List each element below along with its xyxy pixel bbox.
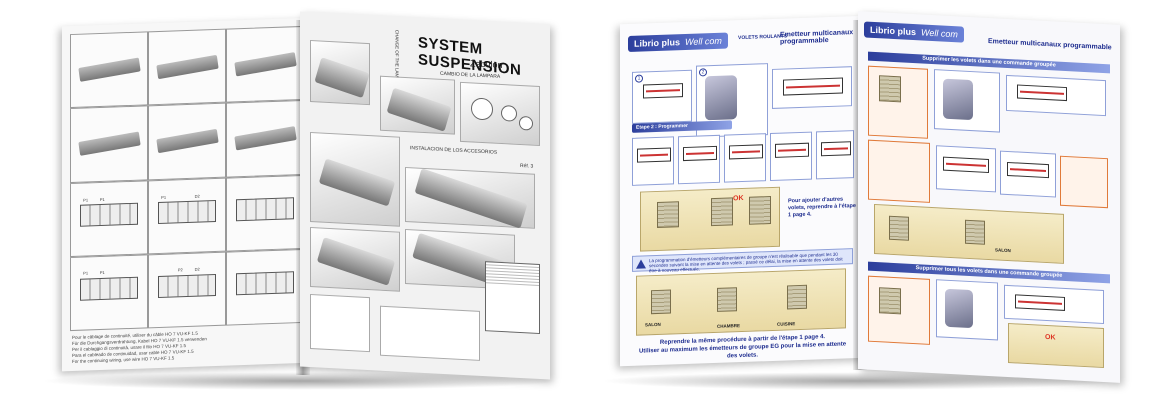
bottom-instruction: Reprendre la même procédure à partir de … [636,332,849,363]
page-header: Emetteur multicanaux programmable [988,37,1112,52]
brand-script: Well com [685,35,722,48]
step-tile [678,134,720,185]
step-number: 1 [635,74,643,83]
lamp-photo [405,166,535,229]
step-number: 2 [699,68,707,77]
diagram-cell [148,28,226,106]
room-tile [868,275,930,345]
step-tile [1000,150,1056,198]
left-booklet-shadow [40,372,560,390]
room-label: SALON [645,321,661,328]
bulb-detail-photo [460,81,540,147]
step-tile [936,145,996,193]
add-shutters-note: Pour ajouter d'autres volets, reprendre … [788,196,856,219]
lamp-photo [310,226,400,292]
diagram-cell [226,25,304,103]
section-heading: CHANGE OF THE LAMP [394,29,400,81]
right-booklet-shadow [600,372,1120,390]
room-illustration: OK [640,186,780,252]
room-tile [1060,155,1108,209]
manual-subtitle: Zebulon [470,58,503,71]
step-tile [934,69,1000,133]
step-tile [1004,284,1104,325]
diagram-cell [70,31,148,109]
terminal-label: D2 [194,266,200,272]
terminal-label: P1 [83,270,89,276]
room-label: CUISINE [777,321,796,327]
left-booklet-right-page: SYSTEM SUSPENSION Zebulon CHANGE OF THE … [300,11,550,380]
room-illustration: OK [1008,322,1104,369]
reference-label: Réf. 3 [520,162,534,170]
brand-name: Librio plus [634,37,680,49]
terminal-label: P1 [161,194,167,200]
dimension-drawing [380,305,480,361]
room-illustration: SALON [874,203,1064,264]
terminal-label: P1 [99,269,105,275]
step-tile: 1 [632,69,692,124]
warning-icon [636,259,646,269]
room-tile [868,65,928,139]
step-tile [936,279,998,341]
step-tile [724,133,766,183]
diagram-cell [70,105,148,183]
wiring-cell: P2 D2 [148,251,226,329]
brand-band: Librio plus Well com [864,21,964,43]
wiring-cell [226,248,304,326]
installation-diagram-grid: P1 P1 P1 D2 P1 P1 P2 D2 [70,25,304,332]
terminal-label: D2 [194,193,200,199]
step-tile [772,66,852,109]
right-booklet-left-page: Librio plus Well com VOLETS ROULANTS Eme… [620,15,865,367]
dimension-drawing [310,293,370,353]
section-heading: INSTALACION DE LOS ACCESORIOS [410,145,498,156]
house-illustration: SALON CHAMBRE CUISINE [636,268,846,336]
terminal-label: P2 [177,266,183,273]
diagram-cell [148,102,226,180]
wiring-cell: P1 P1 [70,179,148,257]
wiring-cell [226,174,304,252]
ok-badge: OK [733,194,744,203]
wiring-cell: P1 P1 [70,254,148,332]
terminal-label: P1 [83,197,89,203]
lamp-photo [380,75,455,135]
room-tile [868,139,930,203]
left-booklet-left-page: P1 P1 P1 D2 P1 P1 P2 D2 [62,17,312,372]
brand-script: Well com [921,27,958,40]
terminal-label: P1 [99,196,105,202]
wiring-cell: P1 D2 [148,177,226,255]
lamp-photo [310,131,400,227]
lamp-photo [310,39,370,106]
step-tile [816,130,854,180]
footnotes: Pour le câblage de continuité, utiliser … [72,327,302,365]
brand-name: Librio plus [870,24,916,38]
step-tile [632,136,674,186]
diagram-cell [226,100,304,178]
ok-badge: OK [1045,333,1056,342]
reference-table [485,261,540,335]
step-tile [1006,74,1106,117]
right-booklet-right-page: Librio plus Well com Emetteur multicanau… [858,11,1120,383]
brand-band: Librio plus Well com [628,32,728,52]
room-label: CHAMBRE [717,323,740,329]
room-label: SALON [995,247,1011,254]
step-tile [770,131,812,182]
